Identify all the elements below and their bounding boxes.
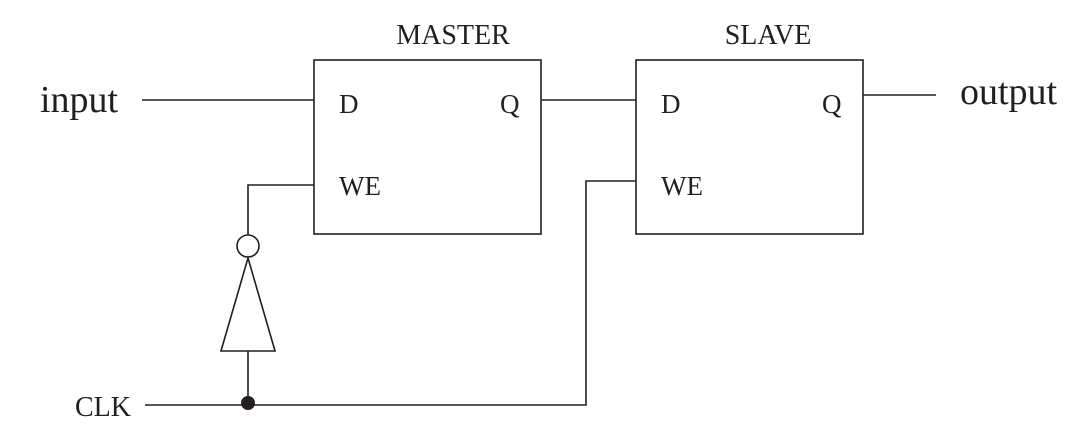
slave-pin-q: Q bbox=[822, 89, 842, 119]
clk-junction-dot bbox=[241, 396, 255, 410]
input-label: input bbox=[40, 79, 119, 121]
clk-label: CLK bbox=[75, 392, 131, 423]
master-pin-we: WE bbox=[339, 171, 381, 201]
slave-pin-we: WE bbox=[661, 171, 703, 201]
inverter-triangle bbox=[219, 255, 277, 352]
master-we-wire bbox=[247, 184, 314, 236]
output-label: output bbox=[960, 71, 1058, 113]
slave-title: SLAVE bbox=[725, 20, 812, 51]
slave-pin-d: D bbox=[661, 89, 681, 119]
clk-wire bbox=[145, 180, 636, 406]
master-pin-d: D bbox=[339, 89, 359, 119]
master-title: MASTER bbox=[396, 20, 510, 51]
master-latch-box bbox=[313, 59, 542, 235]
inverter-bubble bbox=[236, 234, 260, 258]
slave-latch-box bbox=[635, 59, 864, 235]
master-pin-q: Q bbox=[500, 89, 520, 119]
